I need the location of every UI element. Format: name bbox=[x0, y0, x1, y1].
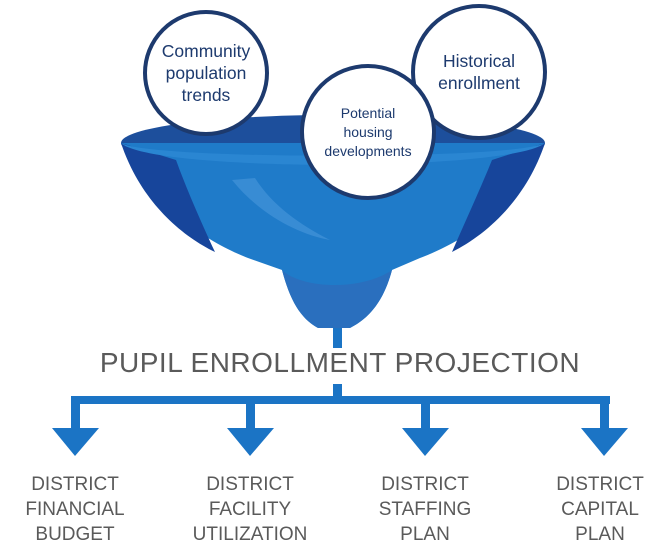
output-district-capital-plan: DISTRICT CAPITAL PLAN bbox=[535, 472, 660, 547]
financial-line-1: DISTRICT bbox=[31, 474, 119, 495]
financial-line-2: FINANCIAL bbox=[25, 499, 125, 520]
housing-line-3: developments bbox=[324, 142, 412, 159]
stem-top bbox=[333, 328, 342, 348]
financial-line-3: BUDGET bbox=[35, 524, 115, 545]
branch-2 bbox=[246, 396, 255, 430]
stem-bottom bbox=[333, 384, 342, 402]
projection-label: PUPIL ENROLLMENT PROJECTION bbox=[99, 347, 581, 378]
funnel-rim-front bbox=[121, 143, 545, 165]
historical-line-1: Historical bbox=[443, 51, 515, 71]
community-line-2: population bbox=[165, 63, 247, 83]
arrow-1 bbox=[52, 428, 99, 456]
output-district-financial-budget: DISTRICT FINANCIAL BUDGET bbox=[10, 472, 140, 547]
arrow-4 bbox=[581, 428, 628, 456]
arrow-2 bbox=[227, 428, 274, 456]
funnel-body bbox=[121, 143, 545, 328]
funnel-right-shadow bbox=[452, 143, 545, 252]
community-line-1: Community bbox=[161, 41, 251, 61]
capital-line-2: CAPITAL bbox=[561, 499, 639, 520]
staffing-line-1: DISTRICT bbox=[381, 474, 469, 495]
arrow-3 bbox=[402, 428, 449, 456]
output-district-facility-utilization: DISTRICT FACILITY UTILIZATION bbox=[185, 472, 315, 547]
capital-line-1: DISTRICT bbox=[556, 474, 644, 495]
facility-line-2: FACILITY bbox=[208, 499, 292, 520]
community-line-3: trends bbox=[181, 85, 231, 105]
capital-line-3: PLAN bbox=[575, 524, 625, 545]
horizontal-bar bbox=[71, 396, 610, 404]
funnel-highlight bbox=[232, 178, 330, 240]
funnel-spout-shadow bbox=[282, 270, 392, 328]
staffing-line-2: STAFFING bbox=[378, 499, 472, 520]
output-district-staffing-plan: DISTRICT STAFFING PLAN bbox=[360, 472, 490, 547]
branch-3 bbox=[421, 396, 430, 430]
facility-line-3: UTILIZATION bbox=[192, 524, 308, 545]
facility-line-1: DISTRICT bbox=[206, 474, 294, 495]
housing-line-1: Potential bbox=[340, 104, 396, 121]
connector-tree bbox=[52, 328, 628, 456]
staffing-line-3: PLAN bbox=[400, 524, 450, 545]
branch-4 bbox=[600, 396, 609, 430]
housing-line-2: housing bbox=[343, 123, 393, 140]
input-potential-housing-developments: Potential housing developments bbox=[300, 64, 436, 200]
historical-line-2: enrollment bbox=[438, 73, 520, 93]
input-community-population-trends: Community population trends bbox=[143, 10, 269, 136]
branch-1 bbox=[71, 396, 80, 430]
funnel-left-shadow bbox=[121, 143, 215, 252]
